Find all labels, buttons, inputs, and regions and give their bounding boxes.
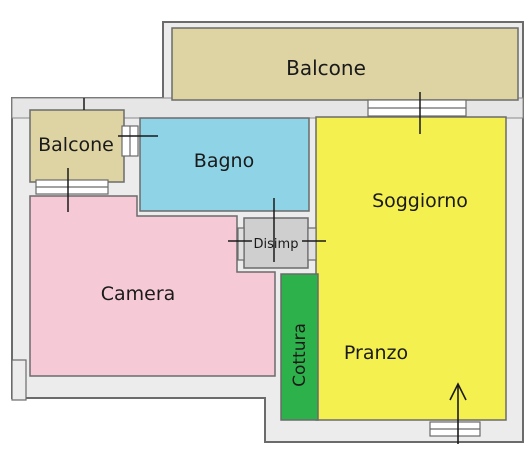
- label-cottura: Cottura: [290, 323, 310, 387]
- label-pranzo: Pranzo: [344, 342, 408, 364]
- door-marks: [67, 92, 421, 262]
- label-disimp: Disimp: [254, 237, 299, 252]
- label-camera: Camera: [101, 283, 176, 305]
- label-soggiorno: Soggiorno: [372, 190, 468, 212]
- label-bagno: Bagno: [194, 150, 254, 172]
- windows: [11, 99, 481, 437]
- label-balcone-left: Balcone: [38, 134, 114, 156]
- bagno-room: [139, 117, 310, 212]
- label-balcone-top: Balcone: [286, 56, 366, 80]
- camera-room: [29, 195, 276, 377]
- balcone-top-room: [171, 27, 519, 101]
- soggiorno-room: [315, 116, 507, 421]
- cottura-room: [280, 273, 319, 421]
- entrance-arrow-icon: [449, 382, 467, 444]
